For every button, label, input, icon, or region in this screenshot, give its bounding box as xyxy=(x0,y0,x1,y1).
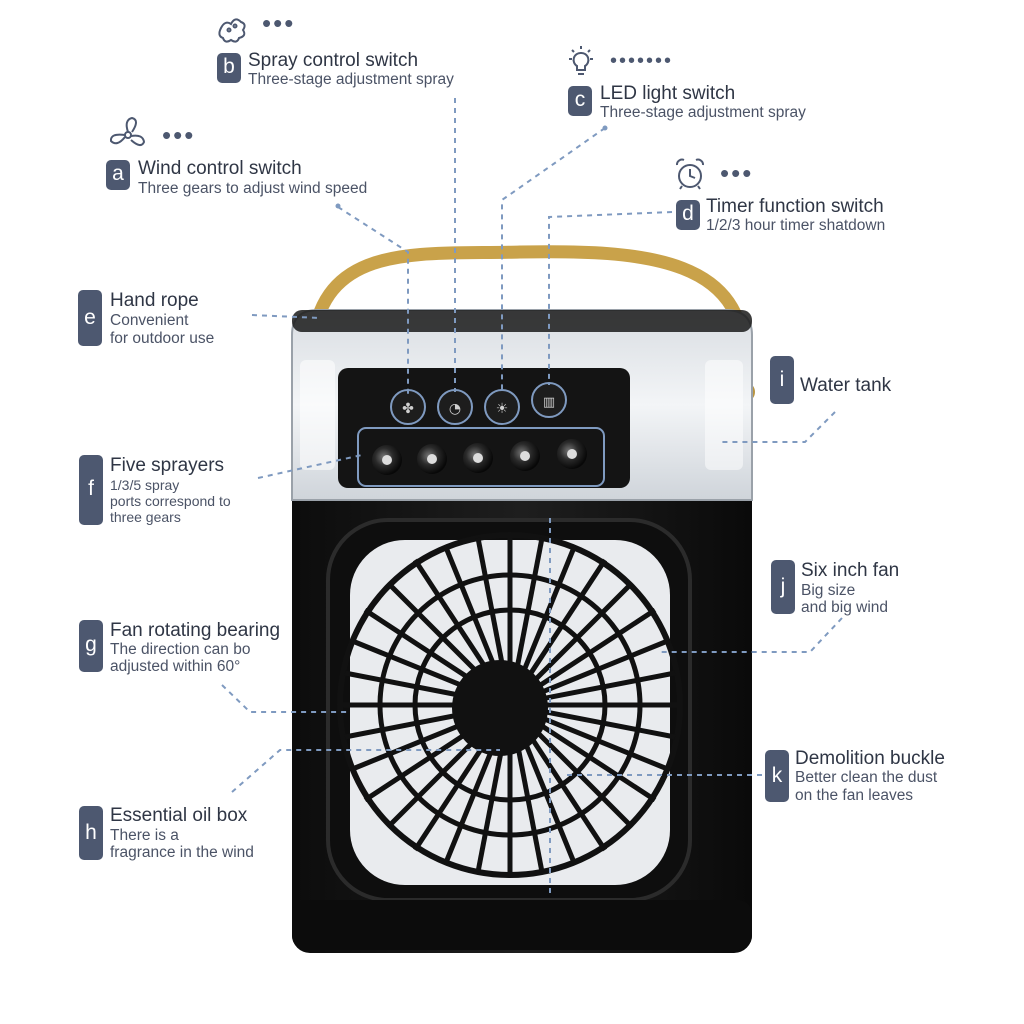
led-light-title: LED light switch xyxy=(600,83,736,104)
fan-icon xyxy=(108,115,148,160)
demolition-buckle-desc-2: on the fan leaves xyxy=(795,787,914,804)
badge-j: j xyxy=(771,560,795,614)
fan-bearing-title: Fan rotating bearing xyxy=(110,620,281,641)
spray-icon xyxy=(215,10,251,51)
badge-k: k xyxy=(765,750,789,802)
sprayer-nozzles xyxy=(372,439,587,475)
five-sprayers-title: Five sprayers xyxy=(110,455,225,476)
hand-rope-desc-2: for outdoor use xyxy=(110,330,215,347)
badge-b: b xyxy=(217,53,241,83)
wind-level-dots: ••• xyxy=(162,120,196,150)
wind-control-title: Wind control switch xyxy=(138,158,302,179)
fan-bearing-desc-1: The direction can bo xyxy=(110,641,251,658)
water-tank-title: Water tank xyxy=(800,375,892,396)
spray-control-title: Spray control switch xyxy=(248,50,419,71)
badge-a: a xyxy=(106,160,130,190)
leader-lines xyxy=(221,98,843,898)
svg-text:☀: ☀ xyxy=(496,401,509,417)
fan-bearing-desc-2: adjusted within 60° xyxy=(110,658,241,675)
badge-h: h xyxy=(79,806,103,860)
five-sprayers-desc-3: three gears xyxy=(110,509,181,525)
wind-control-desc: Three gears to adjust wind speed xyxy=(138,180,368,197)
six-inch-fan-desc-1: Big size xyxy=(801,582,856,599)
spray-level-dots: ••• xyxy=(262,8,296,38)
spray-control-desc: Three-stage adjustment spray xyxy=(248,71,454,88)
badge-f: f xyxy=(79,455,103,525)
five-sprayers-desc-1: 1/3/5 spray xyxy=(110,477,180,493)
badge-e: e xyxy=(78,290,102,346)
oil-box-desc-1: There is a xyxy=(110,827,179,844)
hand-rope-title: Hand rope xyxy=(110,290,199,311)
oil-box-title: Essential oil box xyxy=(110,805,248,826)
six-inch-fan-desc-2: and big wind xyxy=(801,599,889,616)
light-bulb-icon xyxy=(563,44,599,85)
badge-g: g xyxy=(79,620,103,672)
light-level-dots: ••••••• xyxy=(610,50,674,72)
badge-c: c xyxy=(568,86,592,116)
six-inch-fan-title: Six inch fan xyxy=(801,560,900,581)
hand-rope-desc-1: Convenient xyxy=(110,312,189,329)
svg-text:✤: ✤ xyxy=(402,401,414,417)
demolition-buckle-desc-1: Better clean the dust xyxy=(795,769,938,786)
badge-d: d xyxy=(676,200,700,230)
alarm-clock-icon xyxy=(672,156,708,197)
led-light-desc: Three-stage adjustment spray xyxy=(600,104,806,121)
svg-text:▥: ▥ xyxy=(543,395,555,410)
oil-box-desc-2: fragrance in the wind xyxy=(110,844,254,861)
five-sprayers-desc-2: ports correspond to xyxy=(110,493,231,509)
handle-rope xyxy=(305,245,751,417)
sprayer-frame xyxy=(357,427,605,487)
demolition-buckle-title: Demolition buckle xyxy=(795,748,945,769)
timer-function-desc: 1/2/3 hour timer shatdown xyxy=(706,217,886,234)
fan-hub xyxy=(452,660,548,756)
timer-level-dots: ••• xyxy=(720,158,754,188)
svg-text:◔: ◔ xyxy=(449,401,461,417)
timer-function-title: Timer function switch xyxy=(706,196,884,217)
badge-i: i xyxy=(770,356,794,404)
